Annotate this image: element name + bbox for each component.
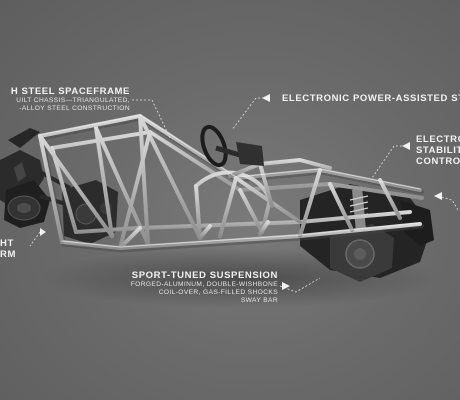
- suspension-line-2: COIL-OVER, GAS-FILLED SHOCKS: [158, 289, 278, 296]
- steering-wheel: [200, 124, 264, 168]
- stability-line-3: CONTRO: [416, 156, 460, 167]
- stability-line-2: STABILIT: [416, 145, 460, 156]
- suspension-line-1: FORGED-ALUMINUM, DOUBLE-WISHBONE: [130, 281, 278, 288]
- spaceframe-title: H STEEL SPACEFRAME: [10, 86, 130, 97]
- suspension-title: SPORT-TUNED SUSPENSION: [131, 270, 278, 281]
- arm-line-1: HT: [0, 238, 14, 249]
- arm-line-2: RM: [0, 249, 16, 260]
- suspension-callout: SPORT-TUNED SUSPENSION FORGED-ALUMINUM, …: [110, 270, 278, 305]
- steel-spaceframe: [38, 114, 424, 253]
- callout-arrowheads: [40, 94, 442, 290]
- arm-callout: HT RM: [0, 238, 16, 260]
- stability-callout: ELECTRO STABILIT CONTRO: [416, 134, 460, 167]
- steering-callout-title: ELECTRONIC POWER-ASSISTED ST: [282, 93, 460, 104]
- suspension-line-3: SWAY BAR: [240, 297, 278, 304]
- spaceframe-line-1: UILT CHASSIS—TRIANGULATED,: [16, 97, 130, 104]
- spaceframe-callout: H STEEL SPACEFRAME UILT CHASSIS—TRIANGUL…: [0, 86, 130, 113]
- spaceframe-line-2: -ALLOY STEEL CONSTRUCTION: [19, 105, 130, 112]
- stability-line-1: ELECTRO: [416, 134, 460, 145]
- rear-suspension-assembly: [0, 128, 73, 228]
